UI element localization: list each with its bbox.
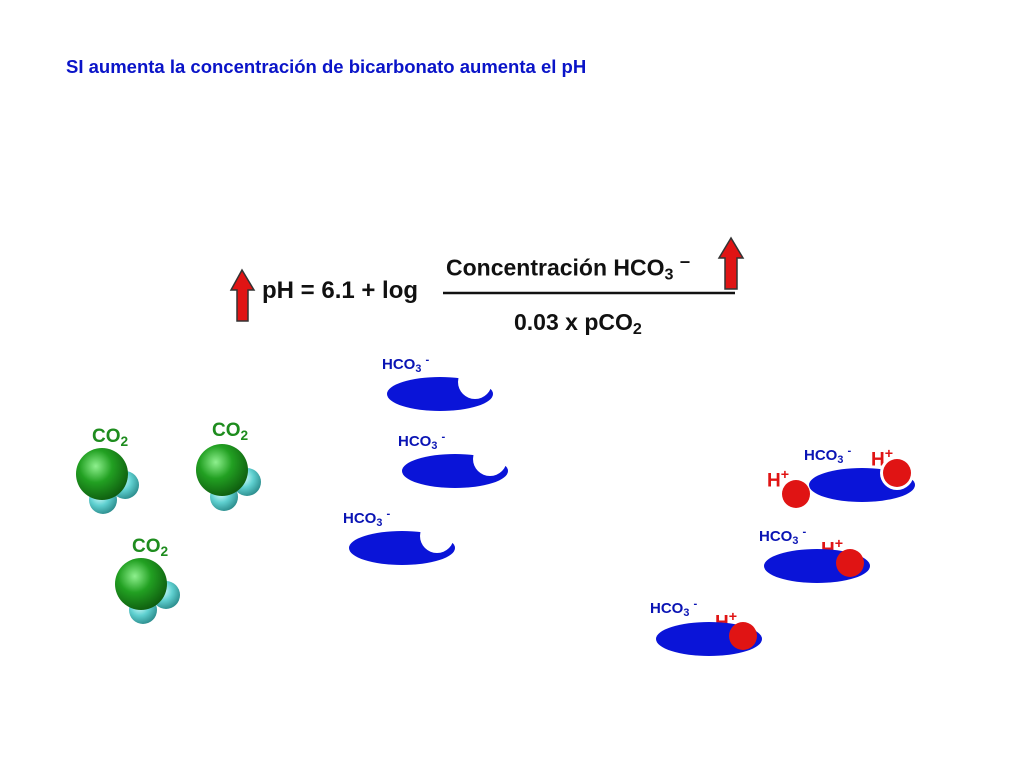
co2-molecule <box>196 444 261 511</box>
bicarbonate-ion <box>764 549 870 583</box>
arrow-up-icon <box>229 268 256 322</box>
equation-numerator: Concentración HCO3 – <box>446 250 691 284</box>
co2-label: CO2 <box>212 420 249 444</box>
hco3-label: HCO3 - <box>650 598 698 620</box>
bicarbonate-ion <box>402 442 508 488</box>
bicarbonate-ion <box>656 622 762 656</box>
hco3-label: HCO3 - <box>398 431 446 453</box>
arrow-up-icon <box>717 236 745 290</box>
hco3-label: HCO3 - <box>804 445 852 467</box>
bicarbonate-ion <box>387 365 493 411</box>
hco3-label: HCO3 - <box>343 508 391 530</box>
co2-molecule <box>76 448 139 514</box>
hco3-label: HCO3 - <box>382 354 430 376</box>
bicarbonate-ion <box>809 456 915 502</box>
co2-label: CO2 <box>92 426 129 450</box>
hplus-label: H+ <box>871 446 894 471</box>
equation-denominator: 0.03 x pCO2 <box>514 309 642 339</box>
hplus-label: H+ <box>767 467 790 492</box>
hydrogen-ion <box>782 480 810 508</box>
page-title: SI aumenta la concentración de bicarbona… <box>66 56 587 77</box>
co2-molecule <box>115 558 180 624</box>
co2-label: CO2 <box>132 536 169 560</box>
hco3-label: HCO3 - <box>759 526 807 548</box>
bicarbonate-ion <box>349 519 455 565</box>
equation-lhs: pH = 6.1 + log <box>262 277 419 304</box>
